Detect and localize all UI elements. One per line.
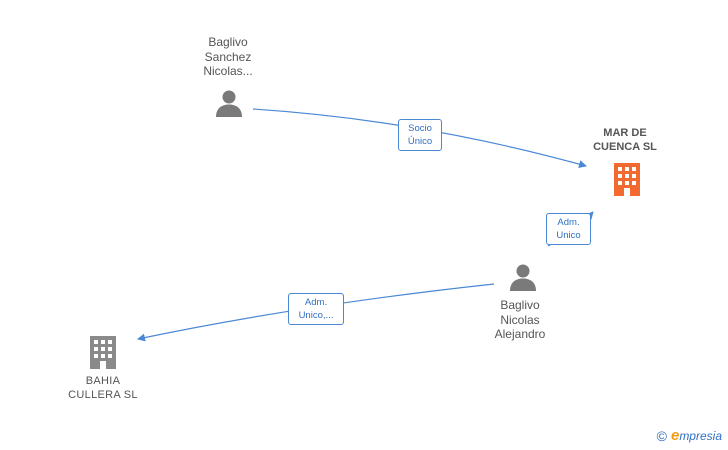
edge-label-adm-unico-1[interactable]: Adm. Unico (546, 213, 591, 245)
person-icon[interactable] (508, 262, 538, 292)
node-label-mar-de-cuenca: MAR DE CUENCA SL (593, 127, 657, 153)
edge-label-adm-unico-2[interactable]: Adm. Unico,... (288, 293, 344, 325)
copyright-symbol: © (656, 427, 667, 444)
brand-initial: e (670, 427, 680, 444)
person-icon[interactable] (214, 88, 244, 118)
brand-name: mpresia (679, 428, 722, 443)
node-label-baglivo-alejandro: Baglivo Nicolas Alejandro (494, 298, 546, 341)
brand-logo[interactable]: © e mpresia (657, 427, 722, 444)
node-label-bahia-cullera: BAHIA CULLERA SL (68, 375, 138, 401)
node-label-baglivo-sanchez: Baglivo Sanchez Nicolas... (203, 35, 253, 78)
building-icon[interactable] (612, 162, 642, 196)
edge-label-socio-unico[interactable]: Socio Único (398, 119, 442, 151)
building-icon[interactable] (88, 335, 118, 369)
